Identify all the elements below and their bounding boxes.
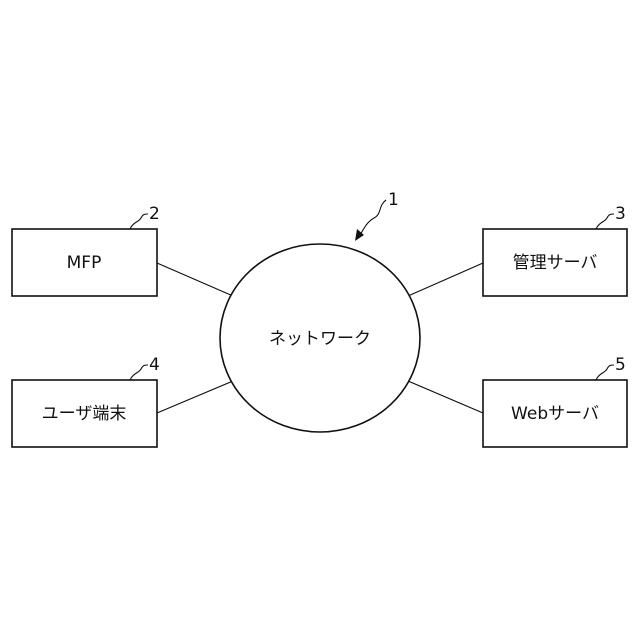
mfp-ref-number: 2 bbox=[149, 204, 160, 224]
user-terminal-node: ユーザ端末 4 bbox=[12, 355, 160, 447]
link-management-server-network bbox=[408, 263, 483, 296]
link-user-terminal-network bbox=[157, 381, 233, 413]
user-terminal-ref-leader bbox=[130, 365, 148, 380]
link-mfp-network bbox=[157, 263, 233, 296]
web-server-ref-leader bbox=[596, 365, 614, 380]
mfp-node: MFP 2 bbox=[12, 204, 160, 296]
web-server-ref-number: 5 bbox=[615, 355, 626, 375]
system-ref-leader bbox=[359, 200, 386, 237]
management-server-ref-number: 3 bbox=[615, 204, 626, 224]
system-ref: 1 bbox=[355, 190, 399, 241]
web-server-node: Webサーバ 5 bbox=[483, 355, 627, 447]
link-web-server-network bbox=[408, 381, 483, 413]
management-server-label: 管理サーバ bbox=[513, 253, 598, 273]
management-server-node: 管理サーバ 3 bbox=[483, 204, 627, 296]
user-terminal-ref-number: 4 bbox=[149, 355, 160, 375]
mfp-ref-leader bbox=[130, 214, 148, 229]
web-server-label: Webサーバ bbox=[511, 404, 599, 424]
network-label: ネットワーク bbox=[269, 329, 371, 349]
system-ref-number: 1 bbox=[388, 190, 399, 210]
mfp-label: MFP bbox=[67, 253, 102, 273]
user-terminal-label: ユーザ端末 bbox=[42, 404, 127, 424]
network-node: ネットワーク bbox=[220, 244, 420, 432]
management-server-ref-leader bbox=[596, 214, 614, 229]
